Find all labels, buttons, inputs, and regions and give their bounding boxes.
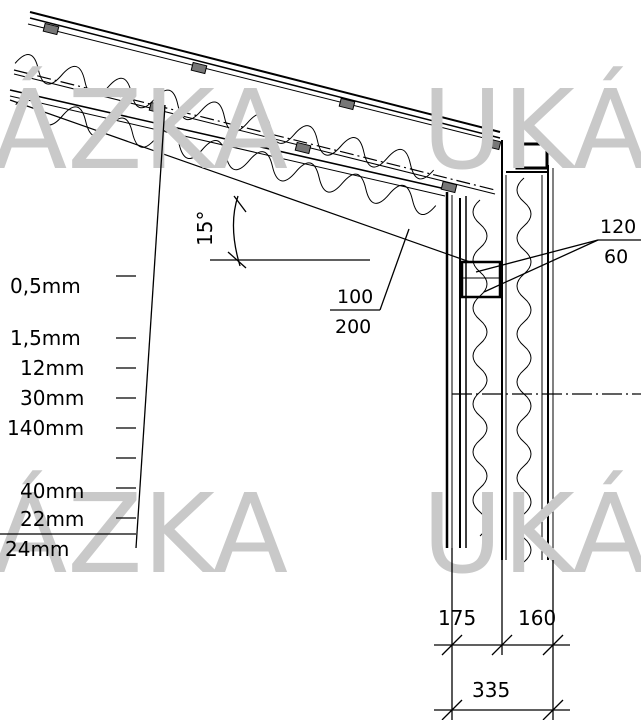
layer-label-2: 12mm bbox=[20, 356, 84, 380]
layer-label-6: 22mm bbox=[20, 507, 84, 531]
layer-label-5: 40mm bbox=[20, 479, 84, 503]
wall-dim-total: 335 bbox=[472, 678, 510, 702]
rafter-dimension bbox=[330, 228, 410, 311]
wall-dimensions bbox=[434, 548, 570, 720]
layer-label-0: 0,5mm bbox=[10, 274, 81, 298]
watermark-text-right-bottom: UKÁ bbox=[422, 469, 641, 598]
layer-labels: 0,5mm 1,5mm 12mm 30mm 140mm 40mm 22mm 24… bbox=[5, 274, 84, 561]
layer-label-3: 30mm bbox=[20, 386, 84, 410]
layer-leader-lines bbox=[0, 104, 166, 549]
wall-dim-inner: 175 bbox=[438, 606, 476, 630]
layer-label-4: 140mm bbox=[7, 416, 84, 440]
beam-dim-top: 120 bbox=[600, 216, 636, 238]
rafter-dim-top: 100 bbox=[337, 286, 373, 308]
angle-annotation bbox=[210, 195, 370, 269]
watermark-text-left-top: ÁZKA bbox=[0, 65, 288, 194]
beam-dim-bottom: 60 bbox=[604, 246, 628, 268]
roof-insulation-wave-lower bbox=[15, 95, 437, 215]
wall-insulation-inner-wave bbox=[472, 199, 488, 537]
beam-dimension bbox=[475, 239, 641, 293]
roof-insulation-wave bbox=[14, 54, 435, 180]
watermark-text-right-top: UKÁ bbox=[422, 65, 641, 194]
wall-insulation-outer-wave bbox=[516, 177, 532, 563]
rafter-dim-bottom: 200 bbox=[335, 316, 371, 338]
wall-dim-outer: 160 bbox=[518, 606, 556, 630]
layer-label-1: 1,5mm bbox=[10, 326, 81, 350]
wall-assembly bbox=[445, 140, 641, 563]
watermark: ÁZKA UKÁ ÁZKA UKÁ bbox=[0, 65, 641, 598]
roof-assembly bbox=[9, 11, 502, 215]
rafter-section bbox=[9, 99, 502, 299]
angle-label: 15° bbox=[193, 211, 217, 246]
layer-label-7: 24mm bbox=[5, 537, 69, 561]
